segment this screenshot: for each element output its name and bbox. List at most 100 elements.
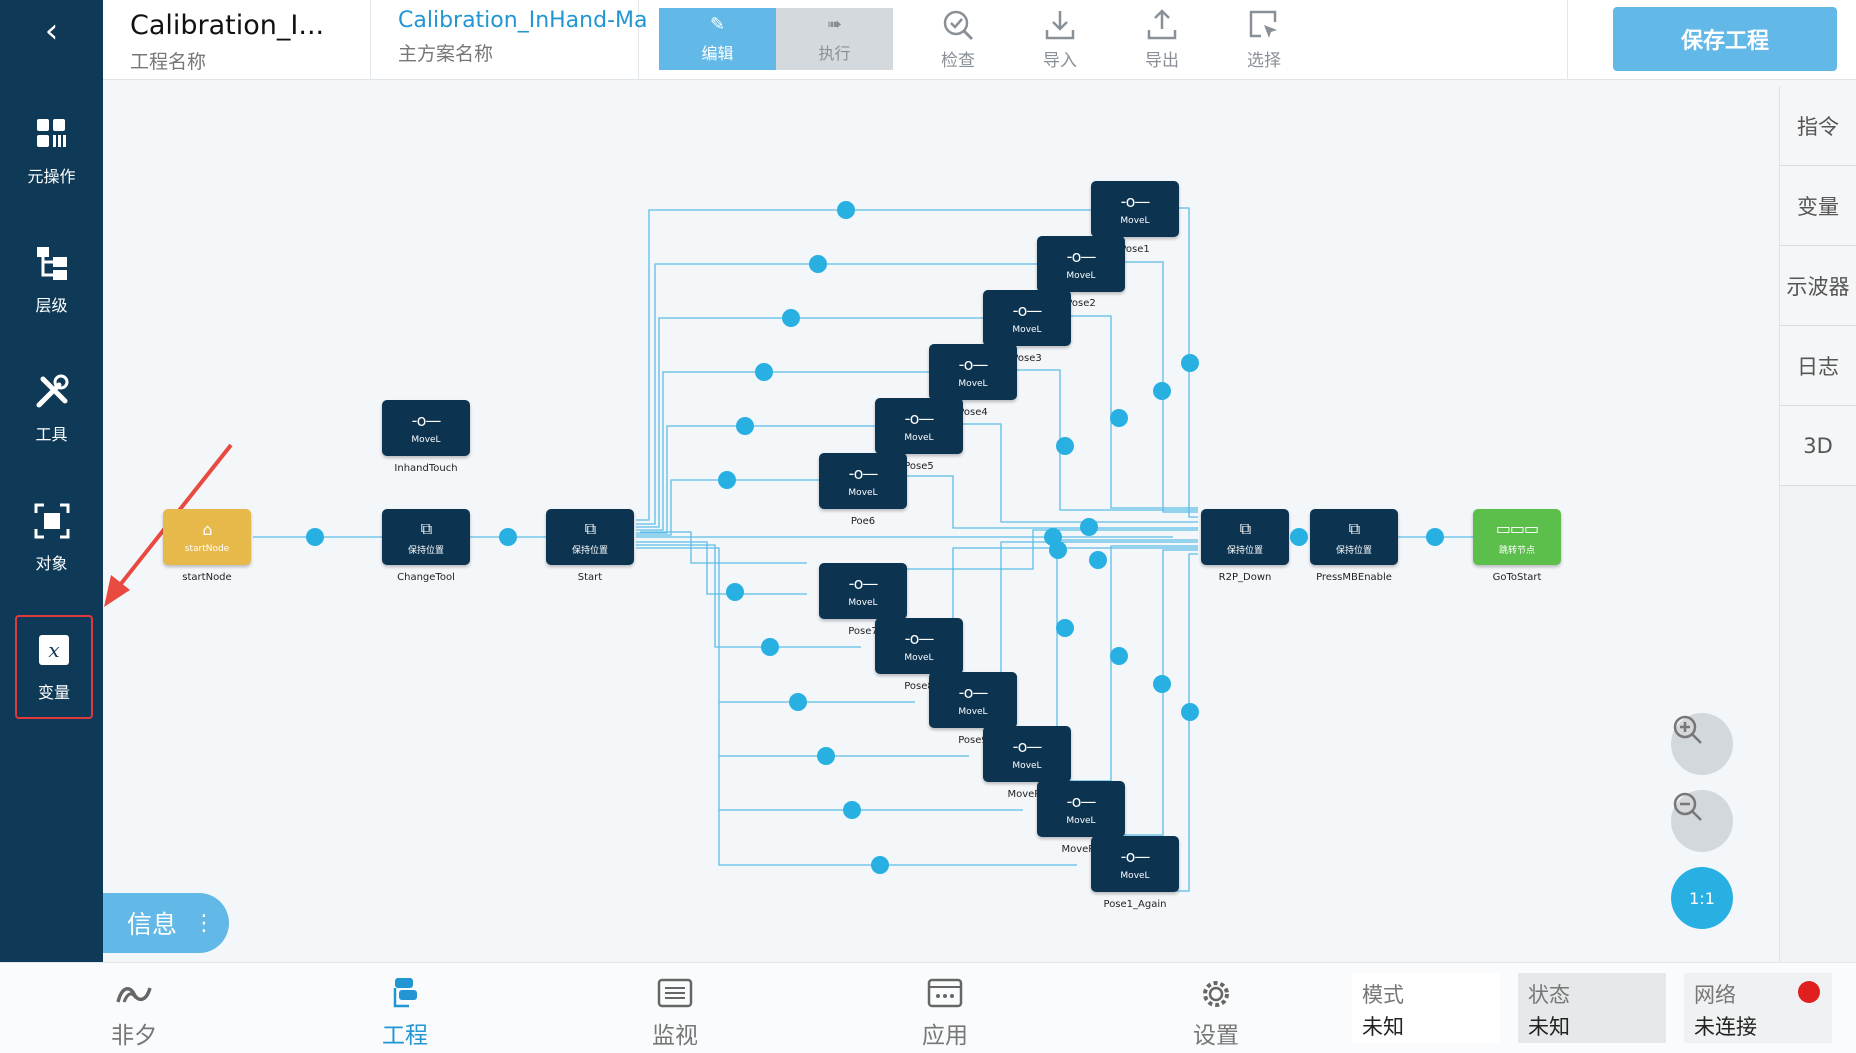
node-type: MoveL [411,435,441,445]
node-label: Pose1_Again [1103,899,1167,910]
hierarchy-icon [33,244,71,282]
save-project-button[interactable]: 保存工程 [1613,7,1837,71]
mode-status: 模式 未知 [1352,973,1500,1043]
network-status-label: 网络 [1694,983,1736,1007]
run-mode-button[interactable]: ➠ 执行 [776,8,893,70]
nav-apps[interactable]: 应用 [885,975,1005,1051]
node-label: InhandTouch [394,463,458,474]
flow-node-ChangeTool[interactable]: ⧉ 保持位置 [382,509,470,565]
node-label: Pose1 [1120,244,1150,255]
nav-label: 应用 [922,1023,968,1049]
monitor-list-icon [657,978,693,1008]
flow-node-Pose4[interactable]: -o—MoveL [929,344,1017,400]
flow-node-Pose7[interactable]: -o— MoveL [819,563,907,619]
info-button[interactable]: 信息 ⋮ [103,893,229,953]
tab-instructions[interactable]: 指令 [1780,86,1856,166]
movel-icon: -o— [848,574,879,593]
flow-node-Pose2[interactable]: -o—MoveL [1037,236,1125,292]
movel-icon: -o— [848,464,879,483]
flow-node-Start[interactable]: ⧉ 保持位置 [546,509,634,565]
node-type: MoveL [904,653,934,663]
flow-node-R2P_Down[interactable]: ⧉保持位置 [1201,509,1289,565]
export-button[interactable]: 导出 [1127,6,1197,72]
select-label: 选择 [1247,50,1281,71]
variable-x-icon: x [35,631,73,669]
sidebar-item-label: 变量 [37,683,70,702]
tab-3d[interactable]: 3D [1780,406,1856,486]
scheme-subtitle: 主方案名称 [398,43,494,65]
zoom-out-button[interactable] [1671,790,1733,852]
svg-text:x: x [48,638,59,662]
node-type: MoveL [1012,761,1042,771]
flow-node-MoveRz1[interactable]: -o— MoveL [983,726,1071,782]
flow-node-InhandTouch[interactable]: -o— MoveL [382,400,470,456]
scheme-title: Calibration_InHand-Ma [398,8,648,33]
node-label: Pose4 [958,407,988,418]
nav-project[interactable]: 工程 [345,975,465,1051]
left-sidebar: ‹ 元操作 层级 工具 对象 x [0,0,103,962]
nav-monitor[interactable]: 监视 [615,975,735,1051]
nav-label: 监视 [652,1023,698,1049]
node-label: Pose9 [958,735,988,746]
nav-flexiv[interactable]: 非夕 [74,975,194,1051]
tab-oscilloscope[interactable]: 示波器 [1780,246,1856,326]
flow-node-Pose5[interactable]: -o—MoveL [875,398,963,454]
project-name-block[interactable]: Calibration_I... 工程名称 [103,0,371,80]
movel-icon: -o— [411,411,442,430]
pencil-icon: ✎ [709,14,726,35]
check-button[interactable]: 检查 [923,6,993,72]
movel-icon: -o— [1120,847,1151,866]
home-icon: ⌂ [202,520,212,539]
zoom-in-button[interactable] [1671,713,1733,775]
flow-node-Poe6[interactable]: -o—MoveL [819,453,907,509]
flow-node-Pose1[interactable]: -o—MoveL [1091,181,1179,237]
disconnected-dot-icon [1798,981,1820,1003]
tab-variables[interactable]: 变量 [1780,166,1856,246]
flow-connections [253,201,1473,892]
flow-node-PressMBEnable[interactable]: ⧉保持位置 [1310,509,1398,565]
sidebar-item-meta-ops[interactable]: 元操作 [0,96,103,206]
toolbar-divider [1567,0,1568,80]
node-label: MoveRz [1007,789,1047,800]
back-button[interactable]: ‹ [0,0,103,62]
select-button[interactable]: 选择 [1229,6,1299,72]
magnifier-check-icon [943,10,974,40]
movel-icon: -o— [1012,301,1043,320]
flow-node-MoveRz2[interactable]: -o—MoveL [1037,781,1125,837]
import-button[interactable]: 导入 [1025,6,1095,72]
flow-node-GoToStart[interactable]: ▭▭▭跳转节点 [1473,509,1561,565]
node-type: MoveL [1120,216,1150,226]
flexiv-logo-icon [116,987,152,1003]
zoom-reset-button[interactable]: 1:1 [1671,867,1733,929]
nav-label: 非夕 [111,1023,157,1049]
scheme-name-block[interactable]: Calibration_InHand-Ma 主方案名称 [371,0,648,80]
run-arrow-icon: ➠ [826,14,843,35]
nav-settings[interactable]: 设置 [1156,975,1276,1051]
node-type: 保持位置 [407,545,444,556]
link-arrow-markers [306,201,1444,874]
movel-icon: -o— [904,629,935,648]
state-status-value: 未知 [1528,1015,1570,1039]
flow-node-Pose3[interactable]: -o—MoveL [983,290,1071,346]
movel-icon: -o— [958,355,989,374]
sidebar-item-label: 对象 [35,554,68,573]
flow-node-Pose1_Again[interactable]: -o—MoveL [1091,836,1179,892]
node-type: startNode [184,544,230,554]
sidebar-item-objects[interactable]: 对象 [0,483,103,593]
tab-log[interactable]: 日志 [1780,326,1856,406]
edit-mode-button[interactable]: ✎ 编辑 [659,8,776,70]
movel-icon: -o— [1012,737,1043,756]
sidebar-item-label: 层级 [35,296,68,315]
flow-node-Pose8[interactable]: -o— MoveL [875,618,963,674]
sidebar-item-hierarchy[interactable]: 层级 [0,225,103,335]
sidebar-item-variables[interactable]: x 变量 [15,615,93,719]
node-type: MoveL [848,598,878,608]
flow-node-Pose9[interactable]: -o—MoveL [929,672,1017,728]
flow-node-startNode[interactable]: ⌂ startNode [163,509,251,565]
sidebar-item-tools[interactable]: 工具 [0,354,103,464]
flow-canvas[interactable]: ⌂ startNode startNode -o— MoveL InhandTo… [103,80,1779,962]
zoom-in-icon [1673,715,1702,744]
import-icon [1045,10,1075,39]
chevron-left-icon: ‹ [44,11,59,51]
